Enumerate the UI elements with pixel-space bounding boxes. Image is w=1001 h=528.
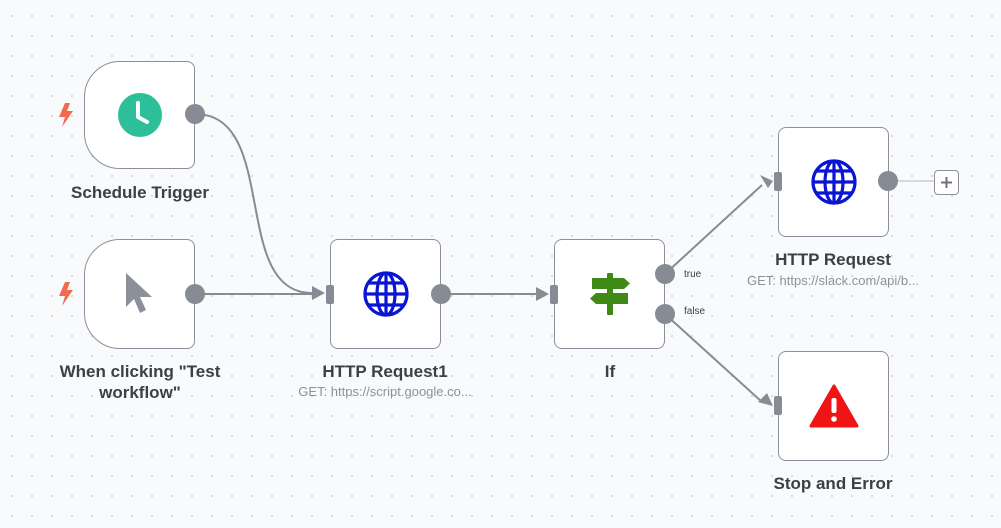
clock-icon [117,93,162,137]
node-subtitle: GET: https://script.google.co... [298,384,472,399]
bolt-icon [59,282,73,306]
if-false-label: false [684,306,706,317]
add-node-button[interactable] [934,170,959,195]
node-label: Schedule Trigger [71,183,209,202]
globe-icon [810,159,857,205]
http-request-output-port[interactable] [878,171,898,191]
edge-if-true-to-http-request[interactable] [664,184,763,275]
schedule-trigger-output-port[interactable] [185,104,205,124]
http-request1-node[interactable] [330,239,441,349]
arrowhead [312,286,325,300]
http-request-node[interactable] [778,127,889,237]
node-label: If [604,362,616,381]
arrowhead [536,287,549,301]
edge-schedule-to-http-request1[interactable] [194,113,313,294]
signpost-icon [589,273,630,315]
http-request1-output-port[interactable] [431,284,451,304]
cursor-icon [125,273,152,313]
node-label: HTTP Request [775,250,891,269]
manual-trigger-node[interactable] [84,239,195,349]
bolt-icon [59,103,73,127]
node-label: HTTP Request1 [322,362,448,381]
stop-and-error-node[interactable] [778,351,889,461]
if-true-label: true [684,269,702,280]
node-label: When clicking "Test workflow" [59,362,221,402]
manual-trigger-output-port[interactable] [185,284,205,304]
edge-if-false-to-stop-error[interactable] [664,313,763,403]
stop-and-error-input-port[interactable] [774,396,782,415]
if-input-port[interactable] [550,285,558,304]
if-true-output-port[interactable] [655,264,675,284]
http-request1-input-port[interactable] [326,285,334,304]
http-request-input-port[interactable] [774,172,782,191]
arrowhead [758,393,773,406]
schedule-trigger-node[interactable] [84,61,195,169]
arrowhead [760,175,773,188]
globe-icon [362,271,409,317]
if-false-output-port[interactable] [655,304,675,324]
if-node[interactable] [554,239,665,349]
warning-icon [809,384,858,428]
node-subtitle: GET: https://slack.com/api/b... [747,273,919,288]
node-label: Stop and Error [773,474,893,493]
plus-icon [941,177,952,188]
